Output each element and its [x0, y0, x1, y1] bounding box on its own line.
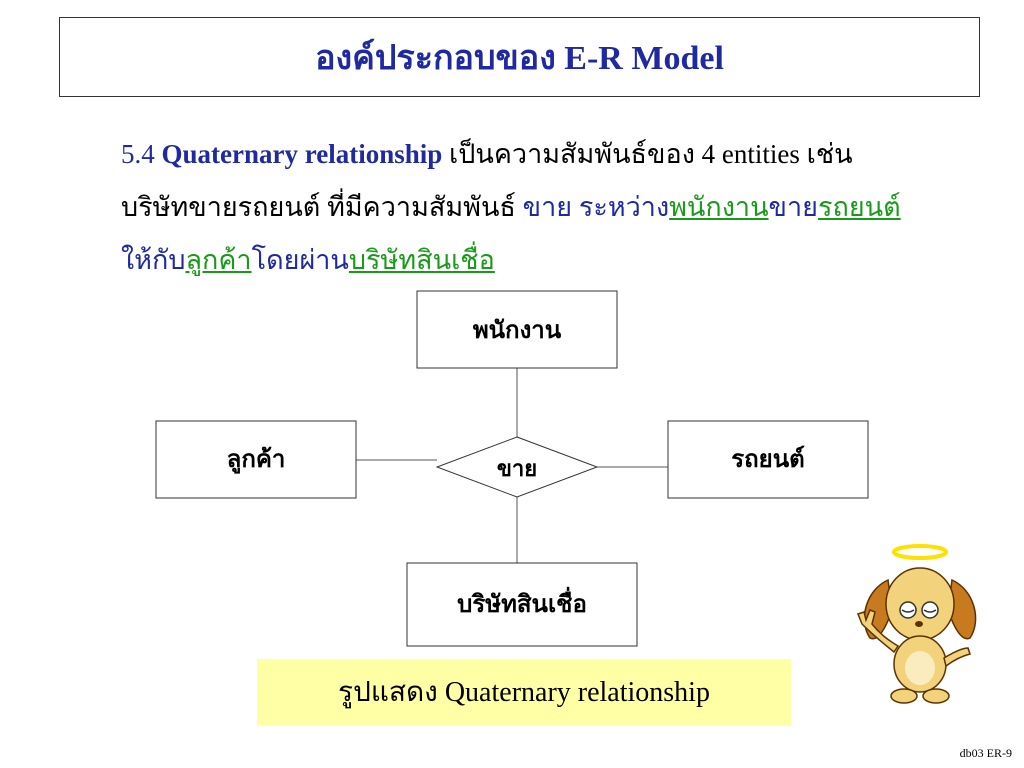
entity-car-ref: รถยนต์: [817, 192, 901, 222]
slide-title: องค์ประกอบของ E-R Model: [315, 40, 724, 77]
halo-icon: [892, 544, 948, 560]
paragraph-line-1: 5.4 Quaternary relationship เป็นความสัมพ…: [121, 128, 981, 181]
entity-finance-label: บริษัทสินเชื่อ: [457, 586, 587, 618]
right-foot-icon: [922, 688, 950, 704]
entity-customer-ref: ลูกค้า: [185, 245, 252, 275]
entity-finance-company: [406, 562, 638, 647]
head-icon: [885, 567, 955, 641]
relationship-phrase: ขาย ระหว่าง: [522, 192, 670, 222]
entity-finance-ref: บริษัทสินเชื่อ: [348, 245, 495, 275]
paragraph-line-2: บริษัทขายรถยนต์ ที่มีความสัมพันธ์ ขาย ระ…: [121, 181, 981, 234]
sell-word: ขาย: [768, 192, 818, 222]
entity-employee-ref: พนักงาน: [669, 192, 769, 222]
relationship-diamond: [435, 436, 599, 498]
belly-icon: [905, 651, 935, 685]
left-eye-icon: [899, 601, 917, 619]
caption-text: รูปแสดง Quaternary relationship: [338, 677, 710, 708]
title-box: องค์ประกอบของ E-R Model: [59, 17, 980, 97]
relationship-label: ขาย: [497, 457, 537, 482]
angel-dog-mascot-icon: [857, 544, 977, 704]
nose-icon: [915, 621, 923, 627]
term-quaternary: Quaternary relationship: [161, 139, 443, 169]
slide-footer: db03 ER-9: [959, 746, 1012, 760]
left-foot-icon: [890, 688, 918, 704]
raised-hand-icon: [857, 609, 900, 654]
entity-employee-label: พนักงาน: [473, 316, 562, 344]
via-word: โดยผ่าน: [251, 245, 349, 275]
right-eye-icon: [921, 601, 939, 619]
section-number: 5.4: [121, 139, 155, 169]
entity-employee: [416, 290, 618, 369]
line2-text: บริษัทขายรถยนต์ ที่มีความสัมพันธ์: [121, 192, 523, 222]
to-word: ให้กับ: [121, 245, 186, 275]
right-ear-icon: [947, 578, 977, 640]
entity-car: [667, 420, 869, 499]
paragraph-line-3: ให้กับลูกค้าโดยผ่านบริษัทสินเชื่อ: [121, 234, 981, 287]
description-paragraph: 5.4 Quaternary relationship เป็นความสัมพ…: [121, 128, 981, 287]
entity-customer: [155, 420, 357, 499]
line1-text: เป็นความสัมพันธ์ของ 4 entities เช่น: [442, 139, 853, 169]
figure-caption: รูปแสดง Quaternary relationship: [257, 659, 791, 725]
eye-lids-icon: [901, 609, 937, 613]
entity-car-label: รถยนต์: [731, 445, 804, 473]
entity-customer-label: ลูกค้า: [227, 445, 286, 474]
pointing-arm-icon: [943, 647, 971, 668]
